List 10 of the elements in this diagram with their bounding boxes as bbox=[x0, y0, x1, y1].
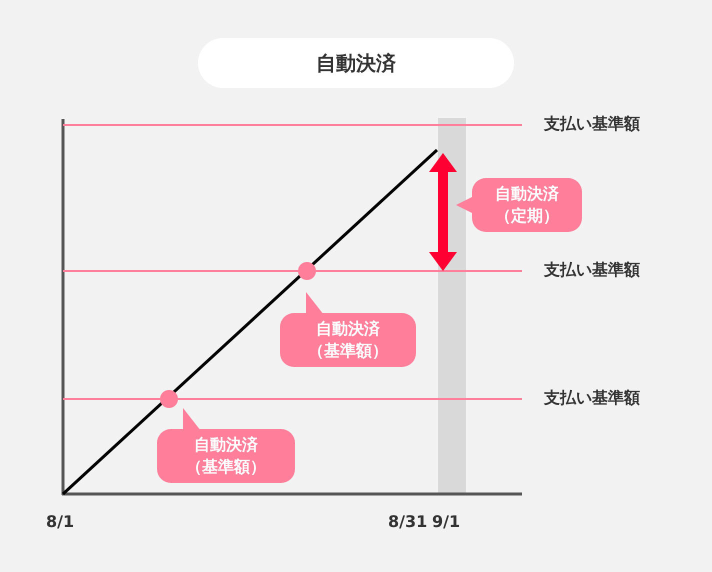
threshold-label: 支払い基準額 bbox=[544, 114, 640, 135]
callout-text: 自動決済（基準額） bbox=[185, 434, 267, 478]
title-text: 自動決済 bbox=[316, 52, 396, 74]
callout-text: 自動決済（定期） bbox=[494, 183, 560, 227]
axis-label: 8/31 bbox=[388, 512, 428, 531]
threshold-label: 支払い基準額 bbox=[544, 260, 640, 281]
callout-text: 自動決済（基準額） bbox=[307, 318, 389, 362]
axis-label: 9/1 bbox=[432, 512, 460, 531]
axis-label: 8/1 bbox=[46, 512, 74, 531]
threshold-label: 支払い基準額 bbox=[544, 388, 640, 409]
